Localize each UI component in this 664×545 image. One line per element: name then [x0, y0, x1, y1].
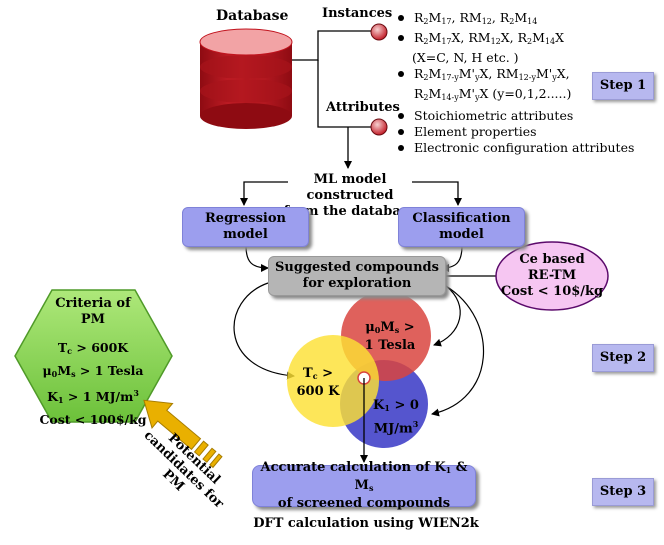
venn-k1-line1: K1 > 0	[373, 398, 419, 413]
accurate-line2: of screened compounds	[277, 496, 451, 511]
attribute-item: Electronic configuration attributes	[396, 140, 656, 156]
venn-tc-label: Tc > 600 K	[296, 366, 340, 400]
potential-candidates-arrow	[143, 399, 223, 469]
venn-tc-circle	[287, 335, 379, 427]
accurate-calculation-box: Accurate calculation of K1 & Ms of scree…	[252, 460, 476, 511]
venn-k1-label: K1 > 0 MJ/m3	[366, 398, 426, 437]
ce-ellipse	[495, 241, 609, 311]
regression-line2: model	[223, 227, 268, 242]
venn-ms-line1: μ0Ms >	[365, 320, 415, 335]
dft-label: DFT calculation using WIEN2k	[253, 516, 479, 531]
venn-k1-line2: MJ/m3	[373, 419, 419, 437]
attributes-list: Stoichiometric attributes Element proper…	[396, 108, 656, 156]
criteria-title-line1: Criteria of	[55, 296, 131, 311]
attributes-label: Attributes	[326, 100, 400, 115]
criteria-item-cost: Cost < 100$/kg	[39, 412, 147, 428]
database-icon	[199, 28, 293, 129]
instance-item-cont: R2M14-yM'yX (y=0,1,2.....)	[414, 86, 572, 102]
ce-line3: Cost < 10$/kg	[500, 284, 604, 299]
classification-line1: Classification	[412, 211, 511, 226]
step-2-badge: Step 2	[592, 344, 654, 372]
attribute-item: Element properties	[396, 124, 656, 140]
attributes-node-icon	[370, 118, 388, 136]
instance-item: R2M17-yM'yX, RM12-yM'yX,	[396, 66, 626, 86]
accurate-line1: Accurate calculation of K1 & Ms	[260, 460, 468, 493]
ml-model-line2: from the database	[283, 204, 417, 219]
suggested-line2: for exploration	[302, 276, 412, 291]
instance-item-note: (X=C, N, H etc. )	[412, 50, 519, 65]
ce-line1: Ce based	[519, 252, 585, 267]
step-1-badge: Step 1	[592, 72, 654, 100]
criteria-title: Criteria of PM	[28, 296, 158, 328]
suggested-line1: Suggested compounds	[275, 260, 439, 275]
classification-model-box: Classification model	[398, 207, 525, 247]
instances-list: R2M17, RM12, R2M14 R2M17X, RM12X, R2M14X…	[396, 10, 626, 106]
instance-item: R2M17, RM12, R2M14	[396, 10, 626, 30]
venn-ms-line2: 1 Tesla	[364, 338, 416, 353]
instance-item: R2M17X, RM12X, R2M14X	[396, 30, 626, 50]
ml-model-label: ML model constructed from the database	[268, 172, 432, 220]
step-3-badge: Step 3	[592, 478, 654, 506]
classification-line2: model	[439, 227, 484, 242]
criteria-list: Tc > 600K μ0Ms > 1 Tesla K1 > 1 MJ/m3 Co…	[18, 338, 168, 429]
criteria-item-tc: Tc > 600K	[57, 340, 129, 356]
criteria-title-line2: PM	[80, 312, 106, 327]
ce-based-label: Ce based RE-TM Cost < 10$/kg	[500, 252, 604, 300]
venn-ms-label: μ0Ms > 1 Tesla	[358, 320, 422, 354]
attribute-item: Stoichiometric attributes	[396, 108, 656, 124]
ml-model-line1: ML model constructed	[306, 172, 394, 203]
instances-node-icon	[370, 23, 388, 41]
venn-tc-line1: Tc >	[303, 366, 333, 381]
regression-line1: Regression	[205, 211, 286, 226]
regression-model-box: Regression model	[182, 207, 309, 247]
venn-tc-line2: 600 K	[296, 384, 340, 399]
database-label: Database	[216, 8, 289, 24]
instances-label: Instances	[322, 6, 393, 21]
criteria-item-k1: K1 > 1 MJ/m3	[47, 388, 139, 406]
criteria-hexagon	[14, 289, 173, 423]
ce-line2: RE-TM	[527, 268, 577, 283]
suggested-compounds-box: Suggested compounds for exploration	[268, 256, 446, 296]
criteria-item-ms: μ0Ms > 1 Tesla	[42, 363, 144, 379]
